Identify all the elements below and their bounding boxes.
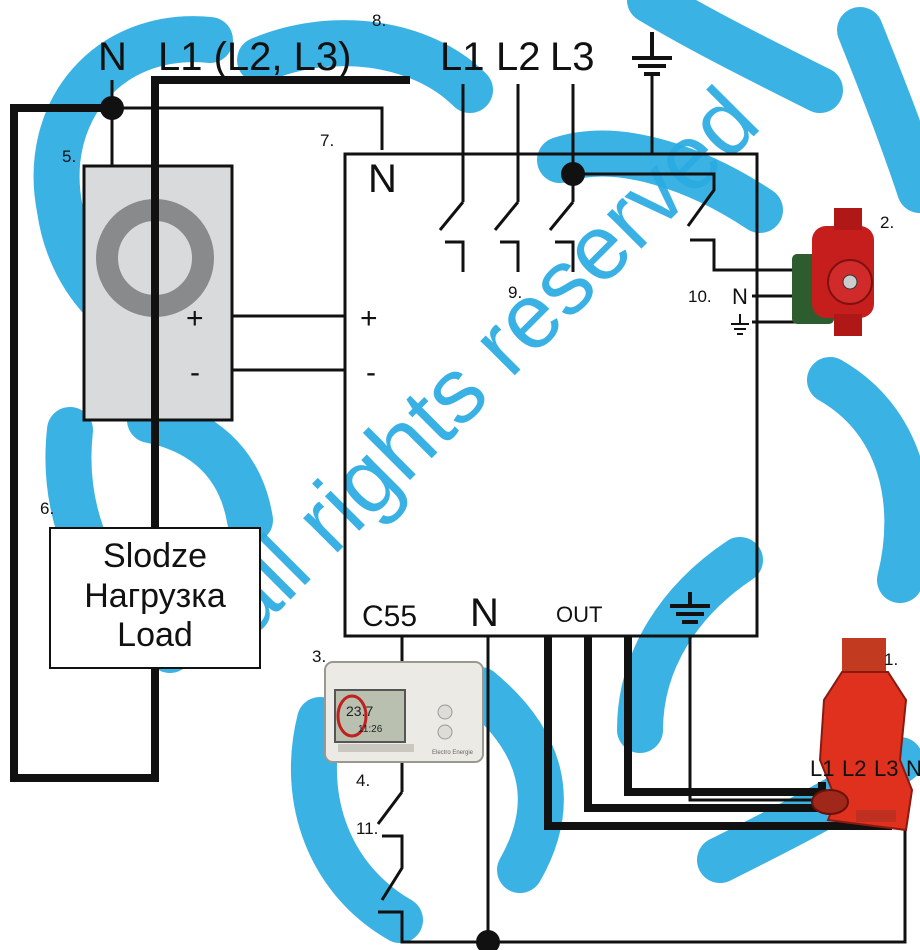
controller-minus-label: - bbox=[366, 356, 376, 389]
heater-l3-label: L3 bbox=[874, 756, 898, 781]
top-label-n: N bbox=[98, 35, 127, 79]
thermostat-temp: 23.7 bbox=[346, 703, 373, 719]
callout-11: 11. bbox=[356, 819, 378, 838]
callout-8: 8. bbox=[372, 11, 386, 30]
load-line-2: Нагрузка bbox=[84, 577, 226, 615]
thermostat-time: 11:26 bbox=[358, 724, 383, 735]
circulation-pump bbox=[792, 208, 874, 336]
controller-bottom-n-label: N bbox=[470, 591, 499, 635]
thermostat-button-down bbox=[437, 724, 453, 740]
thermostat-brand: Electro Energie bbox=[432, 750, 474, 756]
neutral-junction bbox=[100, 96, 124, 120]
callout-2: 2. bbox=[880, 213, 894, 232]
top-label-phase-group: L1 (L2, L3) bbox=[158, 35, 351, 79]
earth-pump-icon bbox=[731, 314, 749, 335]
earth-bottom-icon bbox=[670, 592, 710, 624]
bottom-neutral-junction bbox=[476, 930, 500, 950]
callout-7: 7. bbox=[320, 131, 334, 150]
earth-top-icon bbox=[632, 32, 672, 76]
top-label-l2: L2 bbox=[496, 35, 541, 79]
callout-9: 9. bbox=[508, 283, 522, 302]
l3-junction bbox=[561, 162, 585, 186]
callout-10: 10. bbox=[688, 287, 712, 306]
room-thermostat: 23.7 11:26 Electro Energie bbox=[324, 661, 484, 763]
sensor-plus-label: + bbox=[186, 302, 204, 335]
callout-1: 1. bbox=[884, 650, 898, 669]
top-label-l3: L3 bbox=[550, 35, 595, 79]
controller-c55-label: C55 bbox=[362, 600, 417, 633]
watermark-text: all rights reserved bbox=[192, 69, 778, 655]
pump-n-label: N bbox=[732, 284, 748, 309]
junction-nodes bbox=[100, 96, 585, 950]
callout-5: 5. bbox=[62, 147, 76, 166]
heater-n-label: N bbox=[906, 756, 920, 781]
load-line-3: Load bbox=[117, 616, 193, 654]
callout-6: 6. bbox=[40, 499, 54, 518]
neutral-loop-wire bbox=[10, 104, 159, 782]
electric-heater bbox=[811, 638, 914, 832]
heater-wire-l1 bbox=[624, 636, 826, 796]
controller-plus-label: + bbox=[360, 302, 378, 335]
current-sensor bbox=[82, 80, 234, 528]
callout-3: 3. bbox=[312, 647, 326, 666]
top-label-l1: L1 bbox=[440, 35, 485, 79]
heater-l2-label: L2 bbox=[842, 756, 866, 781]
controller-out-label: OUT bbox=[556, 602, 602, 627]
thermostat-button-up bbox=[437, 704, 453, 720]
sensor-minus-label: - bbox=[190, 356, 200, 389]
controller-box bbox=[343, 152, 759, 638]
callout-4: 4. bbox=[356, 771, 370, 790]
load-block: Slodze Нагрузка Load bbox=[49, 527, 261, 669]
heater-l1-label: L1 bbox=[810, 756, 834, 781]
controller-n-label: N bbox=[368, 157, 397, 201]
load-line-1: Slodze bbox=[103, 537, 207, 575]
